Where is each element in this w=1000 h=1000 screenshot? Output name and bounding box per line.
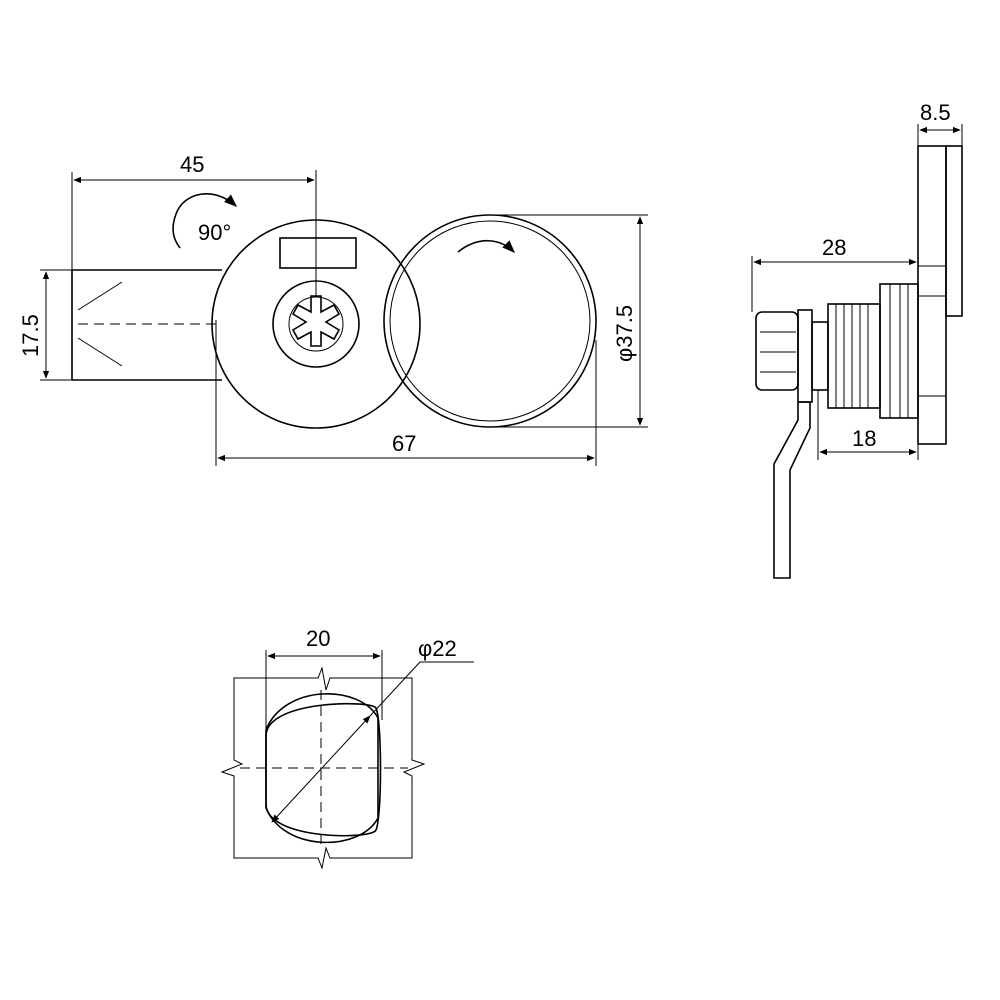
- cam-tongue: [71, 269, 222, 381]
- side-cap-step: [917, 265, 947, 297]
- dim-18-label: 18: [852, 426, 876, 451]
- dim-28-label: 28: [822, 235, 846, 260]
- side-cap-rim: [945, 145, 963, 317]
- panel-outline: [220, 666, 426, 870]
- cutout-shape: [265, 702, 382, 837]
- side-screw-head: [755, 311, 799, 391]
- side-cap-step-lower: [917, 395, 947, 445]
- tongue-bevel: [77, 281, 123, 367]
- keyway-inner-ring: [288, 296, 344, 352]
- side-nut: [879, 283, 919, 419]
- dim-45-label: 45: [180, 152, 204, 177]
- dim-22-line: [271, 715, 371, 823]
- dim-17-label: 17.5: [18, 314, 43, 357]
- rotation-arrow-icon: [172, 193, 237, 249]
- side-view: 28 8.5 18: [751, 100, 963, 579]
- key-indicator-window: [279, 237, 357, 269]
- dust-cap-inner: [389, 220, 591, 422]
- side-cam-arm: [773, 401, 811, 579]
- dim-85-label: 8.5: [920, 100, 951, 125]
- keyway-slot-icon: [291, 295, 341, 347]
- dim-375-label: φ37.5: [612, 305, 637, 362]
- dim-20-label: 20: [306, 626, 330, 651]
- screw-head-lines: [760, 331, 796, 373]
- dust-cap-outer: [383, 214, 597, 428]
- rotation-angle-label: 90°: [198, 220, 231, 245]
- front-view: 90° 45 17.5 φ37.5 67: [18, 152, 648, 466]
- dim-22-leader: [369, 661, 421, 717]
- side-flange: [797, 309, 813, 403]
- dim-67-label: 67: [392, 431, 416, 456]
- cutout-shape-refine: [265, 693, 379, 844]
- side-hub: [811, 321, 829, 391]
- side-cap-plate: [917, 145, 947, 445]
- thread-lines: [835, 284, 909, 418]
- cutout-view: φ22 20: [220, 626, 474, 870]
- dim-22-label: φ22: [418, 636, 457, 661]
- cap-arrow-icon: [457, 240, 515, 253]
